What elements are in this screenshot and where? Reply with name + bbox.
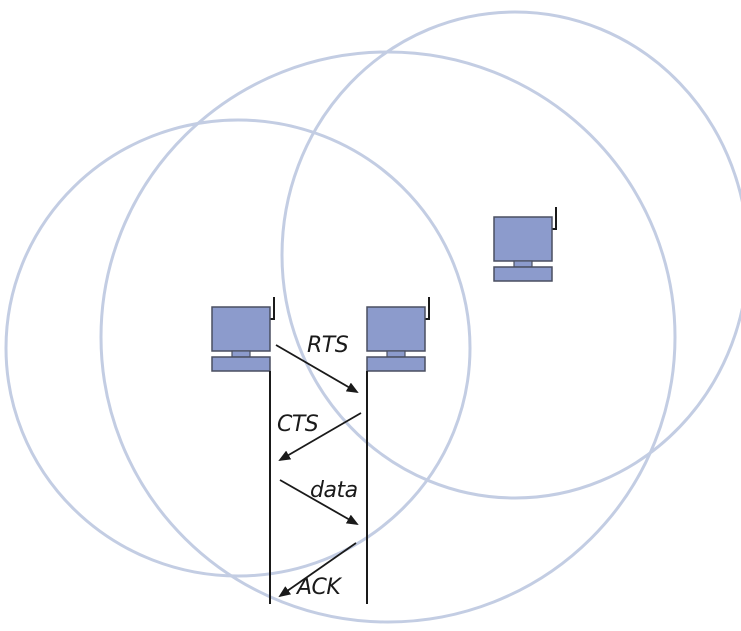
range-circle-sender: [4, 118, 472, 578]
computer-with-antenna-icon: [211, 296, 275, 372]
data-arrow: [279, 479, 359, 525]
rts-label: RTS: [307, 333, 349, 358]
computer-with-antenna-icon: [366, 296, 430, 372]
ack-arrow: [278, 542, 357, 598]
ack-label: ACK: [295, 575, 342, 600]
data-label: data: [310, 478, 358, 503]
range-circle-hidden: [280, 10, 741, 500]
cts-label: CTS: [277, 412, 319, 437]
cts-arrow: [278, 412, 362, 462]
receiver-computer: [366, 296, 430, 372]
hidden-computer: [493, 206, 557, 282]
rts-arrow: [275, 344, 359, 394]
computer-with-antenna-icon: [493, 206, 557, 282]
range-circles: [4, 10, 741, 624]
sender-computer: [211, 296, 275, 372]
